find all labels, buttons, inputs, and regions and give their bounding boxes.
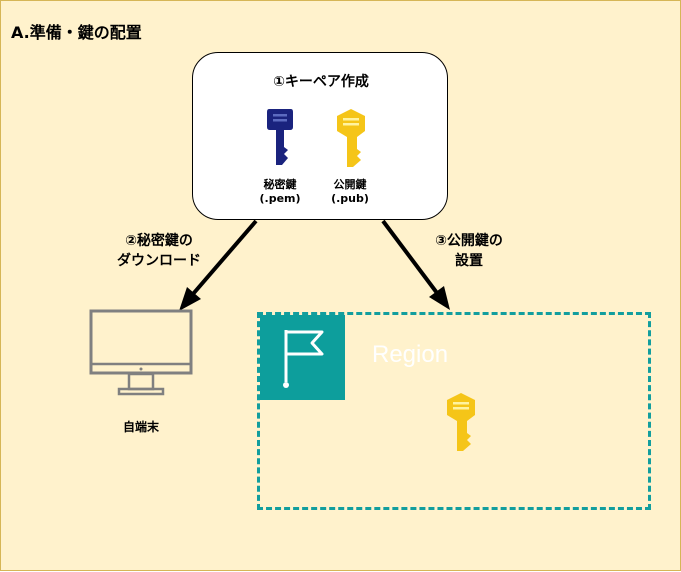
region-group: Region [257,312,651,510]
page-title: A.準備・鍵の配置 [11,23,142,42]
deploy-label: ③公開鍵の 設置 [419,231,519,271]
deploy-label-line2: 設置 [455,253,483,269]
public-key-ext: (.pub) [331,192,369,205]
region-header [260,315,345,400]
download-label: ②秘密鍵の ダウンロード [99,231,219,271]
monitor-icon [89,309,193,396]
private-key-name: 秘密鍵 [263,178,297,191]
private-key-icon [267,109,293,165]
deployed-public-key-icon [447,393,475,451]
flag-icon [283,330,324,388]
keypair-card: ①キーペア作成 秘密鍵 (.pem) 公開鍵 (.pub) [192,52,448,220]
download-label-line2: ダウンロード [117,253,201,269]
private-key-ext: (.pem) [259,192,301,205]
public-key-name: 公開鍵 [333,178,367,191]
region-title: Region [372,341,449,368]
client-label: 自端末 [122,420,159,434]
keypair-title: ①キーペア作成 [273,74,369,90]
deploy-label-line1: ③公開鍵の [435,233,503,249]
deploy-arrow [381,219,450,310]
private-key-label: 秘密鍵 (.pem) [245,178,315,206]
download-arrow [179,219,258,311]
download-label-line1: ②秘密鍵の [125,233,193,249]
public-key-label: 公開鍵 (.pub) [315,178,385,206]
public-key-icon [337,109,365,167]
